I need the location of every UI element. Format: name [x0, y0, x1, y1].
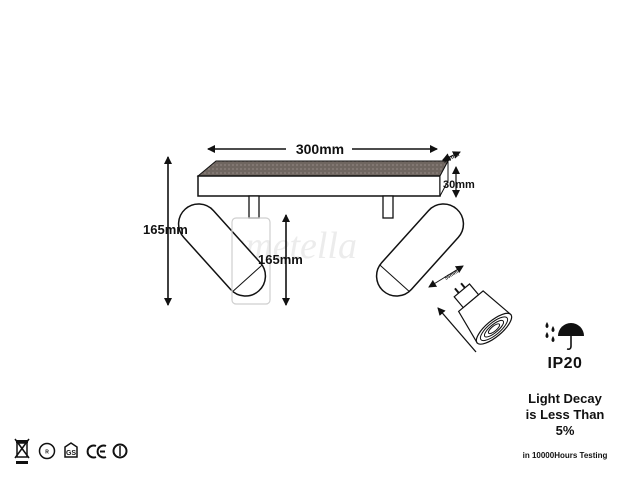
vertical-lamp-outline	[231, 217, 271, 305]
light-decay-text: Light Decay is Less Than 5%	[500, 391, 630, 439]
total-height-label: 165mm	[143, 222, 188, 237]
lamp-height-label: 165mm	[258, 252, 303, 267]
bar-depth-dimension	[442, 151, 461, 161]
bar-depth-label: 50mm	[442, 152, 460, 165]
umbrella-rain-icon	[545, 322, 584, 350]
gu10-bulb-icon	[453, 282, 513, 345]
svg-text:GS: GS	[66, 450, 76, 457]
rohs-icon: R	[38, 442, 56, 460]
ceiling-bar	[196, 160, 449, 197]
bar-height-label: 30mm	[443, 179, 475, 191]
left-spotlight	[177, 195, 267, 297]
ip-rating: IP20	[547, 355, 583, 372]
lamp-diameter-label: 55mm	[444, 269, 460, 282]
ce-mark-icon	[86, 444, 107, 459]
testing-note: in 10000Hours Testing	[522, 451, 608, 460]
light-decay-line-1: Light Decay	[528, 391, 602, 406]
width-label: 300mm	[296, 141, 344, 157]
recycle-icon	[112, 443, 128, 459]
right-spotlight: 55mm	[375, 195, 465, 297]
weee-bin-icon	[14, 438, 30, 464]
light-decay-line-3: 5%	[555, 423, 575, 438]
svg-text:R: R	[45, 450, 49, 456]
light-decay-line-2: is Less Than	[525, 407, 605, 422]
gs-icon: GS	[64, 442, 78, 458]
bulb-insert-arrow	[437, 307, 477, 353]
